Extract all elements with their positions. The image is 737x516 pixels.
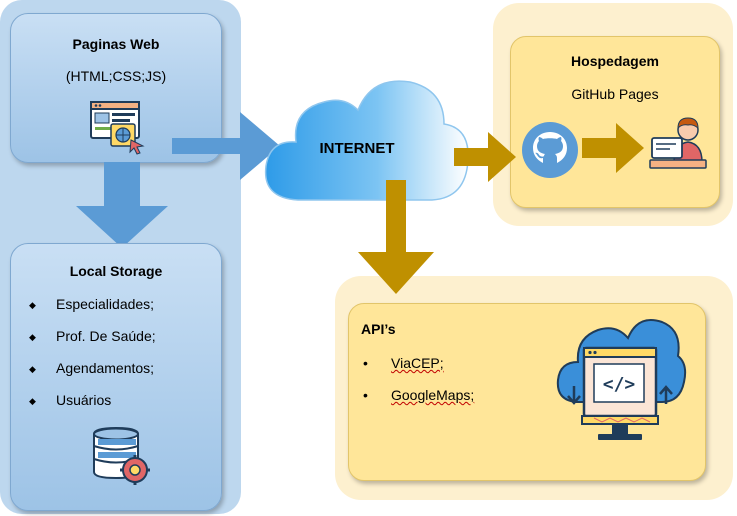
list-item-label: ViaCEP; [391,355,444,371]
arrow-github-to-dev [582,123,644,173]
bullet-icon: ◆ [29,332,36,342]
list-item-label: Agendamentos; [56,360,155,376]
list-item: ◆ Prof. De Saúde; [27,328,217,360]
apis-title: API’s [361,321,396,337]
arrow-web-to-internet [172,112,280,180]
arrow-web-to-storage [76,162,168,248]
list-item: • ViaCEP; [361,355,561,387]
bullet-icon: ◆ [29,300,36,310]
bullet-icon: • [363,387,368,403]
internet-label: INTERNET [319,140,395,157]
arrow-internet-to-hosting [454,132,516,182]
hospedagem-title: Hospedagem [571,53,659,69]
bullet-icon: ◆ [29,396,36,406]
list-item: ◆ Agendamentos; [27,360,217,392]
developer-icon [649,117,707,169]
database-icon [93,426,150,485]
web-page-icon [90,101,145,155]
local-storage-list: ◆ Especialidades; ◆ Prof. De Saúde; ◆ Ag… [27,296,217,424]
arrow-internet-to-apis [358,180,434,294]
list-item: ◆ Especialidades; [27,296,217,328]
svg-text:</>: </> [603,374,636,395]
bullet-icon: ◆ [29,364,36,374]
hospedagem-subtitle: GitHub Pages [571,86,659,102]
bullet-icon: • [363,355,368,371]
paginas-web-subtitle: (HTML;CSS;JS) [65,68,167,84]
list-item: ◆ Usuários [27,392,217,424]
apis-list: • ViaCEP; • GoogleMaps; [361,355,561,419]
local-storage-title: Local Storage [69,263,163,279]
paginas-web-title: Paginas Web [72,36,160,52]
paginas-web-box: Paginas Web (HTML;CSS;JS) [10,13,222,163]
github-icon [522,122,578,178]
list-item-label: Prof. De Saúde; [56,328,156,344]
cloud-code-monitor-icon: </> [556,319,687,440]
local-storage-box: Local Storage ◆ Especialidades; ◆ Prof. … [10,243,222,511]
list-item: • GoogleMaps; [361,387,561,419]
list-item-label: Usuários [56,392,112,408]
list-item-label: Especialidades; [56,296,155,312]
list-item-label: GoogleMaps; [391,387,475,403]
